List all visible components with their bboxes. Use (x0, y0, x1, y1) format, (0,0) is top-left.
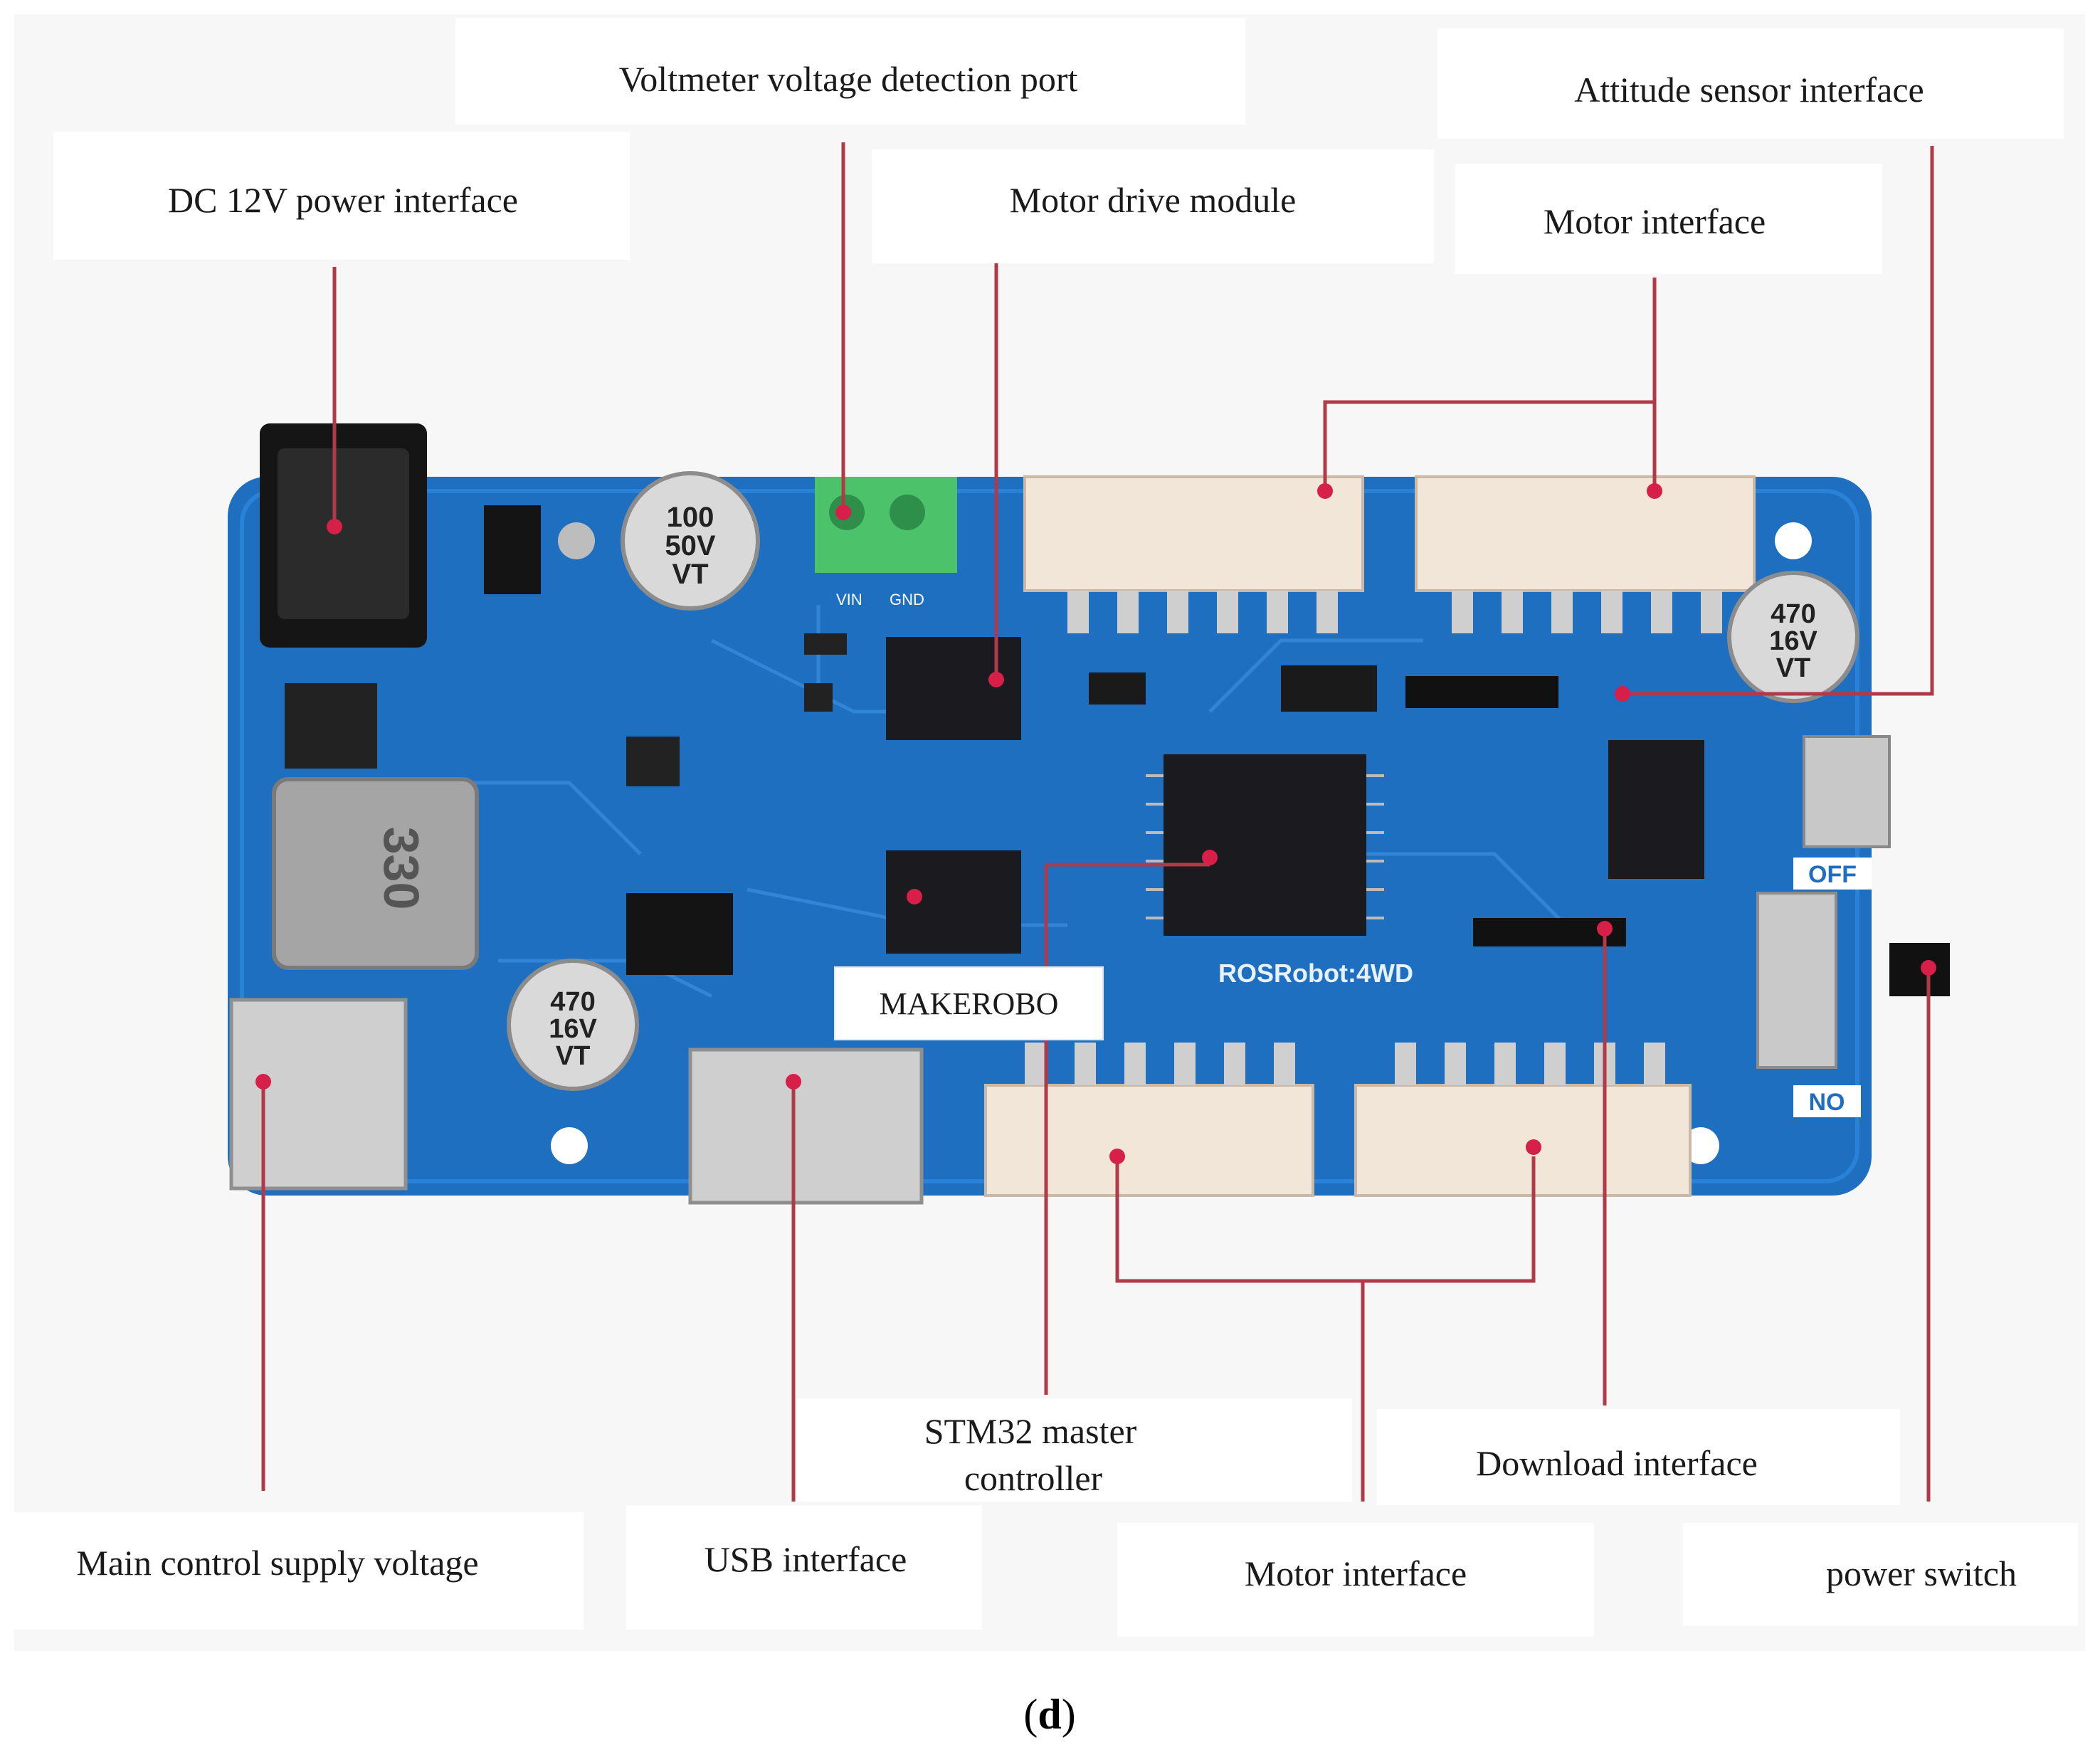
pcb-board (228, 477, 1872, 1196)
capacitor-bottom-left (507, 959, 639, 1091)
switch-on-label: NO (1809, 1089, 1845, 1116)
label-main-supply: Main control supply voltage (76, 1543, 479, 1583)
motor-connector-bottom-left (984, 1084, 1314, 1197)
main-supply-usb (229, 998, 408, 1191)
terminal-label-vin: VIN (836, 591, 862, 608)
brand-label: MAKEROBO (834, 966, 1104, 1040)
cap-text: 50V (665, 530, 715, 561)
label-motor-interface-bottom: Motor interface (1244, 1553, 1467, 1593)
power-switch-lever (1889, 943, 1950, 996)
label-motor-interface-top: Motor interface (1543, 201, 1766, 241)
usb-port (688, 1048, 924, 1205)
cap-text: VT (556, 1041, 591, 1071)
label-power-switch: power switch (1826, 1553, 2017, 1593)
terminal-label-gnd: GND (890, 591, 924, 608)
cap-text: 16V (549, 1014, 597, 1044)
label-stm32-line1: STM32 master (924, 1411, 1137, 1451)
mounting-hole-bl (551, 1127, 588, 1164)
leader-lines (261, 142, 1934, 1502)
cap-text: 100 (667, 502, 714, 533)
marker-dots (255, 483, 1936, 1164)
label-attitude-sensor: Attitude sensor interface (1574, 70, 1924, 110)
cap-text: 470 (550, 987, 595, 1017)
motor-driver-chip-2 (886, 850, 1021, 954)
power-switch-body (1756, 892, 1837, 1069)
attitude-header (1405, 676, 1558, 708)
inductor (272, 777, 479, 970)
label-stm32-line2: controller (964, 1458, 1103, 1498)
figure-caption: (d) (1023, 1691, 1076, 1738)
motor-connector-top-left (1023, 475, 1364, 592)
capacitor-right (1727, 571, 1859, 703)
stm32-chip (1164, 754, 1366, 936)
motor-connector-bottom-right (1354, 1084, 1692, 1197)
capacitor-top-left (621, 471, 760, 611)
motor-driver-chip-1 (886, 637, 1021, 740)
mounting-hole-tr (1775, 522, 1812, 559)
switch-off-label: OFF (1808, 861, 1857, 888)
cap-text: VT (1776, 653, 1811, 683)
label-download-interface: Download interface (1476, 1443, 1758, 1483)
cap-text: VT (672, 559, 708, 590)
label-voltmeter-port: Voltmeter voltage detection port (618, 59, 1078, 99)
inductor-text: 330 (374, 827, 429, 910)
label-motor-drive: Motor drive module (1009, 180, 1297, 220)
label-dc-12v: DC 12V power interface (168, 180, 518, 220)
micro-usb-port (1803, 735, 1891, 848)
motor-connector-top-right (1415, 475, 1756, 592)
label-usb-interface: USB interface (704, 1539, 907, 1579)
board-model-silkscreen: ROSRobot:4WD (1218, 959, 1413, 988)
cap-text: 470 (1771, 599, 1815, 629)
cap-text: 16V (1769, 626, 1817, 656)
